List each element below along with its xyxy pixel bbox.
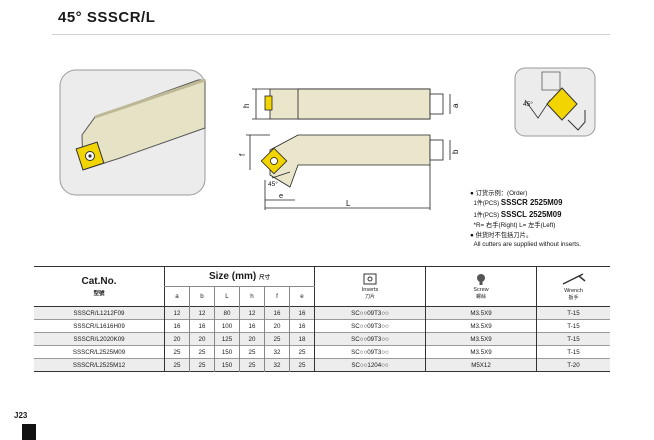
front-view [252, 88, 451, 120]
spec-table: Cat.No. 型號 Size (mm) 尺寸 Inserts 刀片 Screw… [34, 266, 610, 372]
table-row: SSSCR/L2525M09 25 25 150 25 32 25 SC○○09… [34, 345, 610, 359]
inserts-header: Inserts 刀片 [314, 266, 426, 307]
table-row: SSSCR/L2525M12 25 25 150 25 32 25 SC○○12… [34, 358, 610, 372]
title-divider [52, 34, 610, 35]
size-col-a: a [164, 286, 190, 307]
dim-f: f [238, 153, 247, 156]
size-col-h: h [239, 286, 265, 307]
dim-b: b [451, 149, 460, 154]
order-example: ● 订货示例：(Order) 1件(PCS) SSSCR 2525M09 1件(… [470, 189, 581, 249]
size-col-f: f [264, 286, 290, 307]
size-col-L: L [214, 286, 240, 307]
order-label: ● 订货示例：(Order) [470, 190, 528, 197]
tool-drawings: h a f b 45° e L 45° [59, 67, 596, 210]
approach-angle-diagram [514, 67, 596, 137]
page-tab-marker [22, 424, 36, 440]
dim-h: h [242, 104, 251, 108]
dim-a: a [451, 103, 460, 108]
screw-icon [477, 274, 485, 285]
screw-header: Screw 螺絲 [425, 266, 537, 307]
table-row: SSSCR/L2020K09 20 20 125 20 25 18 SC○○09… [34, 332, 610, 346]
dim-e: e [279, 191, 283, 200]
dim-L: L [346, 199, 351, 208]
size-col-b: b [189, 286, 215, 307]
top-view [246, 134, 451, 210]
wrench-icon [562, 273, 585, 285]
tool-render-3d [59, 69, 206, 196]
order-line-l: 1件(PCS) SSSCL 2525M09 [473, 209, 562, 219]
size-col-e: e [289, 286, 315, 307]
dim-angle: 45° [268, 180, 278, 188]
page-number: J23 [14, 411, 28, 420]
wrench-header: Wrench 扳手 [536, 266, 610, 307]
catno-header: Cat.No. 型號 [34, 266, 165, 307]
insert-icon [363, 273, 377, 285]
page-title: 45° SSSCR/L [58, 9, 156, 26]
order-note-rl: *R= 右手(Right) L= 左手(Left) [473, 222, 556, 230]
angle-label: 45° [523, 100, 533, 108]
order-note-en: All cutters are supplied without inserts… [473, 241, 581, 249]
order-line-r: 1件(PCS) SSSCR 2525M09 [473, 198, 563, 208]
size-header: Size (mm) 尺寸 [164, 266, 315, 287]
order-note-cn: ● 供货时不包括刀片。 [470, 231, 533, 239]
table-row: SSSCR/L1616H09 16 16 100 16 20 16 SC○○09… [34, 319, 610, 333]
table-row: SSSCR/L1212F09 12 12 80 12 16 16 SC○○09T… [34, 306, 610, 320]
